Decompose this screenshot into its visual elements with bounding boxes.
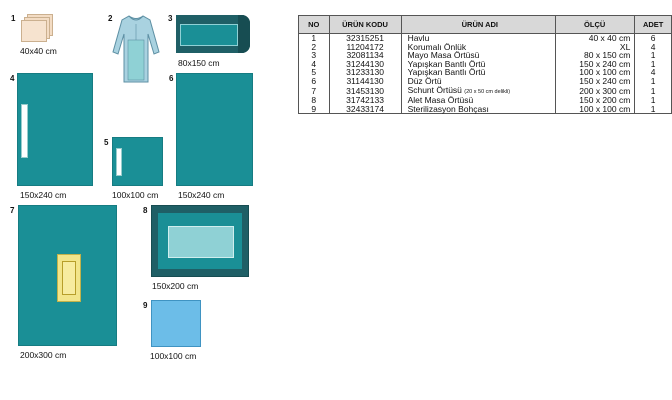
item-number-2: 2 xyxy=(108,14,113,23)
cell-no: 6 xyxy=(298,77,330,86)
cell-no: 9 xyxy=(298,104,330,115)
item-caption-5: 100x100 cm xyxy=(112,190,159,200)
table-row: 5 31233130 Yapışkan Bantlı Örtü 100 x 10… xyxy=(298,67,672,78)
table-row: 6 31144130 Düz Örtü 150 x 240 cm 1 xyxy=(298,75,672,86)
cell-qty: 4 xyxy=(634,42,672,52)
item-caption-4: 150x240 cm xyxy=(20,190,67,200)
table-header-row: NO ÜRÜN KODU ÜRÜN ADI ÖLÇÜ ADET xyxy=(298,15,672,34)
item-caption-9: 100x100 cm xyxy=(150,351,197,361)
table-row: 9 32433174 Sterilizasyon Bohçası 100 x 1… xyxy=(298,103,672,115)
header-code: ÜRÜN KODU xyxy=(328,15,402,34)
cell-name-text: Schunt Örtüsü xyxy=(407,84,462,95)
cell-name-text: Yapışkan Bantlı Örtü xyxy=(407,67,486,78)
cell-name-text: Korumalı Önlük xyxy=(407,41,467,52)
table-row: 2 11204172 Korumalı Önlük XL 4 xyxy=(298,41,672,52)
cell-qty: 1 xyxy=(634,96,672,105)
cell-size: 100 x 100 cm xyxy=(555,104,636,115)
cell-qty: 1 xyxy=(634,77,672,86)
item-number-6: 6 xyxy=(169,74,174,83)
item-number-7: 7 xyxy=(10,206,15,215)
cell-code: 32433174 xyxy=(328,104,402,115)
cell-name-text: Mayo Masa Örtüsü xyxy=(407,50,480,61)
cell-qty: 6 xyxy=(634,33,672,43)
cell-size: 40 x 40 cm xyxy=(555,33,636,43)
contents-table: NO ÜRÜN KODU ÜRÜN ADI ÖLÇÜ ADET 1 323152… xyxy=(298,15,672,115)
cell-name-text: Düz Örtü xyxy=(407,75,442,86)
item-number-8: 8 xyxy=(143,206,148,215)
item-caption-8: 150x200 cm xyxy=(152,281,199,291)
item-number-5: 5 xyxy=(104,138,109,147)
header-name: ÜRÜN ADI xyxy=(400,15,557,34)
folded-towel-icon xyxy=(21,14,55,42)
item-number-9: 9 xyxy=(143,301,148,310)
cell-size: 150 x 240 cm xyxy=(555,60,636,69)
table-row: 3 32081134 Mayo Masa Örtüsü 80 x 150 cm … xyxy=(298,50,672,61)
cell-name-text: Yapışkan Bantlı Örtü xyxy=(407,58,486,69)
cell-qty: 1 xyxy=(634,85,672,97)
cell-name-text: Sterilizasyon Bohçası xyxy=(407,103,489,114)
item-caption-1: 40x40 cm xyxy=(20,46,57,56)
header-qty: ADET xyxy=(634,15,672,34)
cell-qty: 1 xyxy=(634,51,672,60)
mayo-cover-icon xyxy=(176,15,250,53)
cell-qty: 1 xyxy=(634,104,672,115)
item-caption-3: 80x150 cm xyxy=(178,58,220,68)
table-row: 4 31244130 Yapışkan Bantlı Örtü 150 x 24… xyxy=(298,58,672,69)
cell-name-note: (20 x 50 cm delikli) xyxy=(464,88,511,95)
sterilization-wrap-icon xyxy=(151,300,201,347)
cell-size: 200 x 300 cm xyxy=(555,85,636,97)
cell-size: 80 x 150 cm xyxy=(555,51,636,60)
plain-drape-icon xyxy=(176,73,253,186)
header-size: ÖLÇÜ xyxy=(555,15,636,34)
table-row: 8 31742133 Alet Masa Örtüsü 150 x 200 cm… xyxy=(298,95,672,106)
table-row: 7 31453130 Schunt Örtüsü (20 x 50 cm del… xyxy=(298,84,672,97)
surgical-gown-icon xyxy=(112,15,160,83)
adhesive-drape-icon xyxy=(17,73,93,186)
cell-qty: 1 xyxy=(634,60,672,69)
cell-size: 150 x 200 cm xyxy=(555,96,636,105)
cell-name: Sterilizasyon Bohçası xyxy=(400,103,557,115)
item-number-4: 4 xyxy=(10,74,15,83)
shunt-drape-icon xyxy=(18,205,117,346)
cell-size: 100 x 100 cm xyxy=(555,68,636,77)
cell-code: 31144130 xyxy=(328,77,402,86)
item-number-1: 1 xyxy=(11,14,16,23)
cell-size: 150 x 240 cm xyxy=(555,77,636,86)
cell-name-text: Alet Masa Örtüsü xyxy=(407,95,474,106)
item-caption-6: 150x240 cm xyxy=(178,190,225,200)
cell-qty: 4 xyxy=(634,68,672,77)
item-number-3: 3 xyxy=(168,14,173,23)
instrument-table-cover-icon xyxy=(151,205,249,277)
cell-size: XL xyxy=(555,42,636,52)
header-no: NO xyxy=(298,15,330,34)
adhesive-drape-small-icon xyxy=(112,137,163,186)
cell-name-text: Havlu xyxy=(407,33,430,43)
item-caption-7: 200x300 cm xyxy=(20,350,67,360)
table-row: 1 32315251 Havlu 40 x 40 cm 6 xyxy=(298,33,672,43)
